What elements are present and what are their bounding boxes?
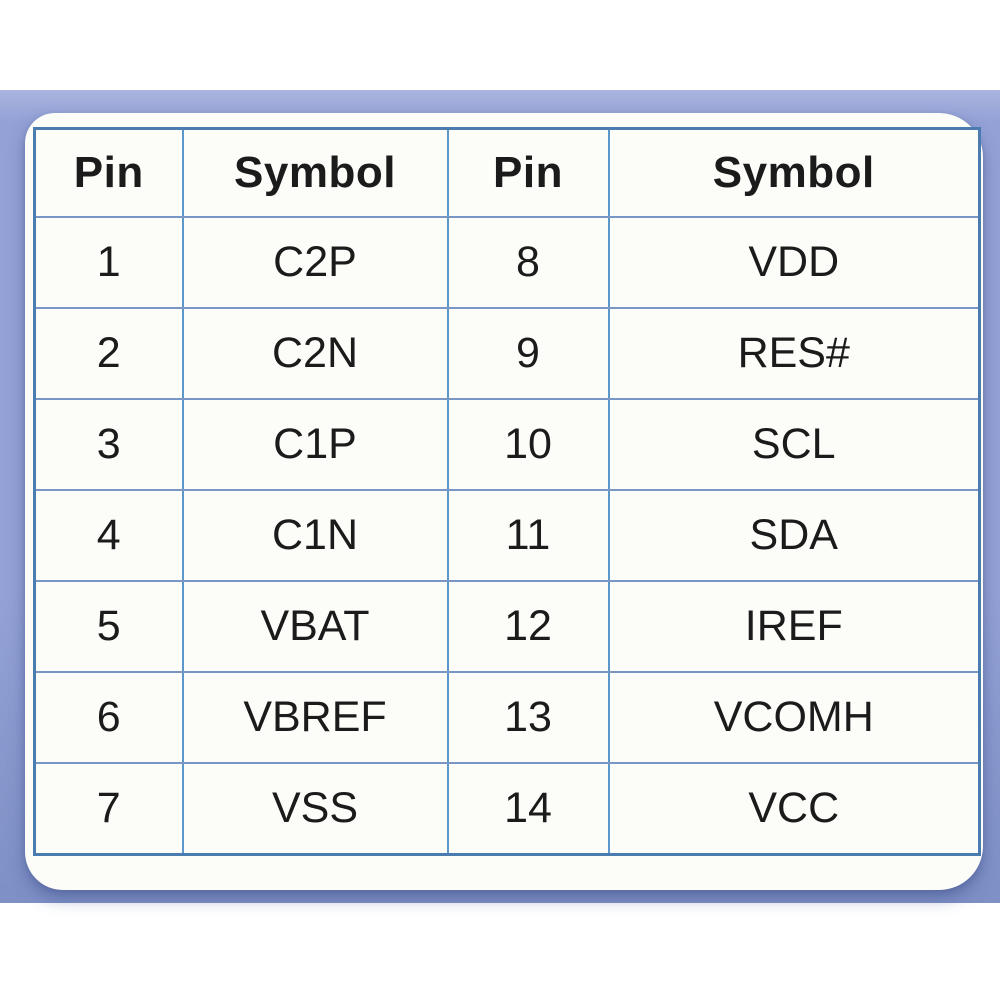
table-row: 1 C2P 8 VDD	[33, 216, 981, 309]
table-row: 3 C1P 10 SCL	[33, 398, 981, 491]
pin-cell-left: 3	[33, 398, 184, 491]
pin-cell-left: 2	[33, 307, 184, 400]
table-row: 6 VBREF 13 VCOMH	[33, 671, 981, 764]
pinout-table: Pin Symbol Pin Symbol 1 C2P 8 VDD 2 C2N …	[33, 127, 981, 856]
symbol-cell-left: VBAT	[181, 580, 449, 673]
symbol-cell-right: RES#	[607, 307, 981, 400]
pinout-card: Pin Symbol Pin Symbol 1 C2P 8 VDD 2 C2N …	[25, 113, 983, 890]
pin-cell-left: 7	[33, 762, 184, 856]
symbol-cell-right: VDD	[607, 216, 981, 309]
header-pin-left: Pin	[33, 127, 184, 218]
header-symbol-right: Symbol	[607, 127, 981, 218]
symbol-cell-right: SCL	[607, 398, 981, 491]
symbol-cell-left: C2P	[181, 216, 449, 309]
symbol-cell-left: C1P	[181, 398, 449, 491]
header-row: Pin Symbol Pin Symbol	[33, 127, 981, 218]
pin-cell-right: 14	[446, 762, 610, 856]
pin-cell-right: 12	[446, 580, 610, 673]
pin-cell-left: 4	[33, 489, 184, 582]
pin-cell-left: 1	[33, 216, 184, 309]
symbol-cell-right: VCC	[607, 762, 981, 856]
pin-cell-right: 10	[446, 398, 610, 491]
symbol-cell-left: C2N	[181, 307, 449, 400]
pin-cell-right: 13	[446, 671, 610, 764]
table-row: 2 C2N 9 RES#	[33, 307, 981, 400]
pin-cell-left: 5	[33, 580, 184, 673]
table-row: 7 VSS 14 VCC	[33, 762, 981, 856]
symbol-cell-right: SDA	[607, 489, 981, 582]
header-symbol-left: Symbol	[181, 127, 449, 218]
header-pin-right: Pin	[446, 127, 610, 218]
symbol-cell-left: VSS	[181, 762, 449, 856]
pin-cell-right: 8	[446, 216, 610, 309]
table-body: 1 C2P 8 VDD 2 C2N 9 RES# 3 C1P 10 SCL 4 …	[33, 216, 981, 856]
symbol-cell-left: C1N	[181, 489, 449, 582]
table-row: 5 VBAT 12 IREF	[33, 580, 981, 673]
symbol-cell-right: IREF	[607, 580, 981, 673]
pin-cell-left: 6	[33, 671, 184, 764]
symbol-cell-left: VBREF	[181, 671, 449, 764]
pin-cell-right: 9	[446, 307, 610, 400]
pin-cell-right: 11	[446, 489, 610, 582]
table-row: 4 C1N 11 SDA	[33, 489, 981, 582]
symbol-cell-right: VCOMH	[607, 671, 981, 764]
